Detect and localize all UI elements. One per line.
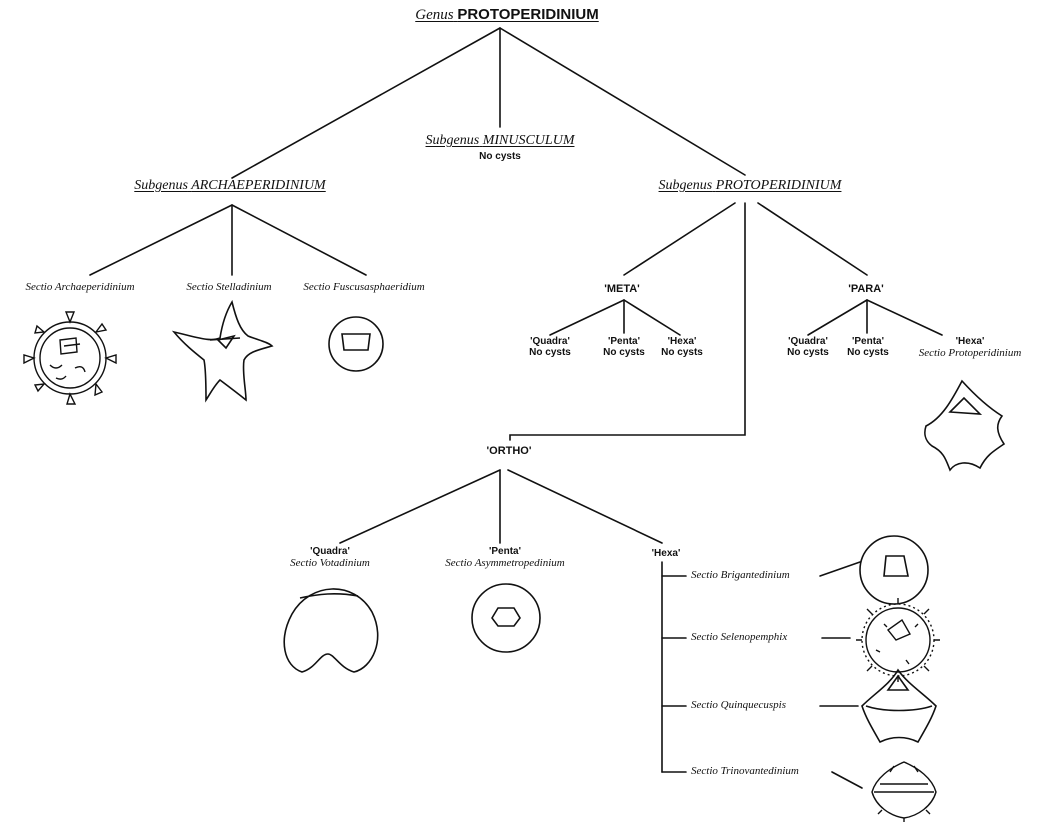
pointer-brig: [819, 561, 861, 577]
subgenus-prefix: Subgenus: [658, 178, 713, 193]
ortho-quadra-name: 'Quadra': [310, 546, 350, 557]
sectio-brigantedinium-label: Sectio Brigantedinium: [691, 569, 790, 581]
edge-proto-meta: [623, 202, 736, 276]
edge-ortho-hexa: [507, 469, 663, 544]
quinquecuspis-cyst-drawing: [861, 668, 937, 744]
edge-archae-archaeperidinium: [89, 204, 233, 276]
para-quadra-note: No cysts: [787, 347, 829, 358]
edge-ortho-quadra: [339, 469, 501, 544]
subgenus-name: ARCHAEPERIDINIUM: [191, 178, 326, 193]
subgenus-prefix: Subgenus: [425, 133, 480, 148]
para-quadra: 'Quadra' No cysts: [787, 336, 829, 358]
subgenus-prefix: Subgenus: [134, 178, 188, 193]
meta-penta: 'Penta' No cysts: [603, 336, 645, 358]
para-hexa-note: Sectio Protoperidinium: [918, 347, 1022, 359]
meta-label: 'META': [604, 283, 640, 295]
subgenus-name: PROTOPERIDINIUM: [715, 178, 842, 193]
para-hexa-name: 'Hexa': [955, 336, 985, 347]
ortho-hexa: 'Hexa': [651, 548, 681, 559]
edge-meta-hexa: [623, 299, 681, 336]
pointer-trino: [831, 771, 863, 789]
stelladinium-cyst-drawing: [171, 299, 274, 403]
sectio-selenopemphix-label: Sectio Selenopemphix: [691, 631, 788, 643]
meta-hexa: 'Hexa' No cysts: [661, 336, 703, 358]
subgenus-minusculum-title: Subgenus MINUSCULUM: [426, 133, 575, 149]
edge-genus-proto: [499, 27, 746, 176]
para-quadra-name: 'Quadra': [788, 336, 828, 347]
ortho-penta: 'Penta' Sectio Asymmetropedinium: [445, 546, 564, 569]
ortho-penta-note: Sectio Asymmetropedinium: [445, 557, 565, 569]
edge-meta-quadra: [549, 299, 625, 336]
ortho-quadra-note: Sectio Votadinium: [290, 557, 370, 569]
edge-para-quadra: [807, 299, 868, 336]
meta-quadra-note: No cysts: [529, 347, 571, 358]
subgenus-proto-title: Subgenus PROTOPERIDINIUM: [659, 178, 842, 194]
ortho-penta-name: 'Penta': [488, 546, 521, 557]
edge-para-hexa: [866, 299, 943, 336]
meta-penta-note: No cysts: [603, 347, 645, 358]
para-penta: 'Penta' No cysts: [847, 336, 889, 358]
sectio-archaeperidinium-label: Sectio Archaeperidinium: [25, 281, 135, 293]
sectio-stelladinium-label: Sectio Stelladinium: [186, 281, 272, 293]
ortho-quadra: 'Quadra' Sectio Votadinium: [290, 546, 370, 569]
subgenus-name: MINUSCULUM: [482, 133, 575, 148]
votadinium-cyst-drawing: [283, 588, 379, 673]
meta-hexa-note: No cysts: [661, 347, 703, 358]
edge-genus-archae: [231, 27, 501, 179]
subgenus-archae-title: Subgenus ARCHAEPERIDINIUM: [134, 178, 325, 194]
para-label: 'PARA': [848, 283, 884, 295]
brigantedinium-cyst-drawing: [859, 535, 929, 605]
para-hexa: 'Hexa' Sectio Protoperidinium: [919, 336, 1022, 359]
para-penta-note: No cysts: [847, 347, 889, 358]
meta-quadra-name: 'Quadra': [530, 336, 570, 347]
fuscusasphaeridium-cyst-drawing: [328, 316, 384, 372]
edge-proto-para: [757, 202, 868, 276]
genus-name: PROTOPERIDINIUM: [457, 6, 599, 23]
sectio-quinquecuspis-label: Sectio Quinquecuspis: [691, 699, 787, 711]
edge-proto-ortho: [509, 202, 746, 441]
ortho-label: 'ORTHO': [486, 445, 532, 457]
asymmetropedinium-cyst-drawing: [471, 583, 541, 653]
sectio-fuscusasphaeridium-label: Sectio Fuscusasphaeridium: [303, 281, 425, 293]
meta-quadra: 'Quadra' No cysts: [529, 336, 571, 358]
meta-penta-name: 'Penta': [608, 336, 640, 347]
para-penta-name: 'Penta': [852, 336, 884, 347]
meta-hexa-name: 'Hexa': [667, 336, 697, 347]
trinovantedinium-cyst-drawing: [871, 761, 937, 822]
archaeperidinium-cyst-drawing: [23, 311, 117, 405]
edge-archae-fuscus: [231, 204, 367, 276]
sectio-trinovantedinium-label: Sectio Trinovantedinium: [691, 765, 799, 777]
genus-prefix: Genus: [415, 7, 454, 23]
protoperidinium-cyst-drawing: [924, 379, 1006, 472]
genus-title: Genus PROTOPERIDINIUM: [415, 6, 598, 24]
minusculum-note: No cysts: [479, 151, 521, 162]
